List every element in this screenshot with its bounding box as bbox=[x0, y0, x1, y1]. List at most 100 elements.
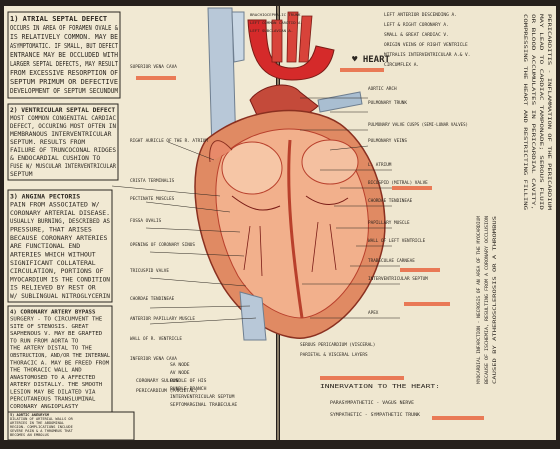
heart-label-left: FOSSA OVALIS bbox=[130, 218, 162, 223]
note-title: 4) CORONARY ARTERY BYPASS bbox=[10, 309, 96, 315]
heart-label-right: PULMONARY TRUNK bbox=[368, 100, 407, 105]
right-atrium bbox=[221, 141, 283, 195]
note-box-2 bbox=[7, 103, 119, 181]
note-line: CORONARY ANGIOPLASTY bbox=[10, 404, 79, 410]
heart-label-right: WALL OF LEFT VENTRICLE bbox=[368, 238, 426, 243]
innervation-title: INNERVATION TO THE HEART: bbox=[320, 384, 440, 390]
conduction-label: BUNDLE BRANCH bbox=[170, 386, 207, 392]
note-line: ANASTOMOSED TO A AFFECTED bbox=[10, 375, 96, 381]
note-line: DEFECT, OCCURING MOST OFTEN IN bbox=[10, 123, 116, 130]
note-line: REGION. COMPLICATIONS INCLUDE bbox=[10, 425, 73, 429]
note-line: THE ARTERY DISTAL TO THE bbox=[10, 346, 93, 352]
note-line: SEPTUM. RESULTS FROM bbox=[10, 139, 85, 146]
heart-label-right: PAPILLARY MUSCLE bbox=[368, 220, 410, 225]
note-line: TO RUN FROM AORTA TO bbox=[10, 338, 79, 344]
heart-label-left: OPENING OF CORONARY SINUS bbox=[130, 242, 195, 247]
note-line: PRESSURE, THAT ARISES bbox=[10, 226, 92, 234]
note-line: IS RELIEVED BY REST OR bbox=[10, 284, 96, 292]
note-line: OBSTRUCTION, AND/OR THE INTERNAL bbox=[10, 353, 111, 359]
innervation-line: PARASYMPATHETIC - VAGUS NERVE bbox=[330, 400, 414, 406]
note-line: CIRCULATION, PORTIONS OF bbox=[10, 267, 104, 275]
heart-label-left: TRICUSPID VALVE bbox=[130, 268, 169, 273]
heart-label-left: WALL OF R. VENTRICLE bbox=[130, 336, 182, 341]
note-line: MYOCARDIUM IS THE CONDITION bbox=[10, 275, 110, 283]
heart-label-right: AORTIC ARCH bbox=[368, 86, 397, 91]
note-title: 5) AORTIC ANEURYSM bbox=[10, 413, 50, 417]
heart-label-left: INFERIOR VENA CAVA bbox=[130, 356, 177, 361]
heart-illustration bbox=[194, 7, 386, 341]
heart-label-bottom-right: SEROUS PERICARDIUM (VISCERAL) bbox=[300, 342, 375, 347]
left-common-carotid bbox=[286, 11, 299, 63]
top-right-line: CIRCUMFLEX A. bbox=[384, 62, 419, 68]
note-line: MEMBRANOUS INTERVENTRICULAR bbox=[10, 131, 112, 138]
mitral-valve bbox=[305, 195, 349, 205]
note-line: ENTRANCE MAY BE OCCLUDED WITH bbox=[10, 50, 118, 59]
note-line: ARE FUNCTIONAL END bbox=[10, 242, 80, 250]
conduction-label: BUNDLE OF HIS bbox=[170, 378, 207, 384]
highlighter-marks bbox=[136, 68, 484, 420]
conduction-label: INTERVENTRICULAR SEPTUM bbox=[170, 394, 235, 400]
brachiocephalic-vein bbox=[231, 11, 245, 63]
right-notes: LEFT ANTERIOR DESCENDING A. LEFT & RIGHT … bbox=[384, 12, 552, 384]
note-title: 1) ATRIAL SEPTAL DEFECT bbox=[10, 14, 107, 23]
note-line: & ENDOCARDIAL CUSHION TO bbox=[10, 155, 100, 162]
interventricular-septum bbox=[287, 139, 304, 319]
heart-label-top: LEFT SUBCLAVIAN A. bbox=[250, 28, 293, 33]
note-line: FUSE W/ MUSCULAR INTERVENTRICULAR bbox=[10, 163, 116, 170]
conduction-label: AV NODE bbox=[170, 370, 190, 376]
top-right-line: SMALL & GREAT CARDIAC V. bbox=[384, 32, 449, 38]
heart-label-bottom-right: PARIETAL & VISCERAL LAYERS bbox=[300, 352, 368, 357]
note-box-3 bbox=[7, 189, 113, 303]
heart-label-left: PECTINATE MUSCLES bbox=[130, 196, 175, 201]
heart-label-right: L. ATRIUM bbox=[368, 162, 392, 167]
note-line: DEVELOPMENT OF SEPTUM SECUNDUM bbox=[10, 86, 118, 95]
heart-label-left: SUPERIOR VENA CAVA bbox=[130, 64, 177, 69]
note-line: ARTERY DISTALLY. THE SMOOTH bbox=[10, 382, 103, 388]
note-line: BECOMES AN EMBOLUS bbox=[10, 433, 49, 437]
note-line: PAIN FROM ASSOCIATED W/ bbox=[10, 201, 100, 209]
top-right-line: LEFT & RIGHT CORONARY A. bbox=[384, 22, 449, 28]
note-title: 3) ANGINA PECTORIS bbox=[10, 192, 80, 200]
heart-label-left: CHORDAE TENDINEAE bbox=[130, 296, 175, 301]
left-note-boxes bbox=[7, 11, 135, 441]
note-line: DILATION OF ARTERIAL WALLS OR bbox=[10, 417, 74, 421]
conduction-label: SA NODE bbox=[170, 362, 190, 368]
note-line: SEPTUM bbox=[10, 171, 33, 178]
note-line: SAPHENOUS V. MAY BE GRAFTED bbox=[10, 331, 103, 337]
pericarditis-line: MAY LEAD TO CARDIAC TAMPONADE; SEROUS FL… bbox=[539, 14, 544, 211]
infarction-line: MYOCARDIAL INFARCTION - NECROSIS OF AN A… bbox=[476, 215, 481, 384]
innervation-line: SYMPATHETIC - SYMPATHETIC TRUNK bbox=[330, 412, 420, 418]
leader-lines bbox=[111, 97, 400, 325]
note-line: ARTERIES IN THE ABDOMINAL bbox=[10, 421, 64, 425]
pericarditis-line: OR BLOOD ACCUMULATES IN PERICARDIAL CAVI… bbox=[531, 14, 536, 210]
note-line: SITE OF STENOSIS. GREAT bbox=[10, 324, 89, 330]
heart-label-right: PULMONARY VEINS bbox=[368, 138, 407, 143]
note-line: IS RELATIVELY COMMON. MAY BE bbox=[10, 32, 118, 41]
infarction-line: BECAUSE OF ISCHEMIA, RESULTING FROM A CO… bbox=[484, 215, 489, 384]
note-line: FROM EXCESSIVE RESORPTION OF bbox=[10, 68, 118, 77]
note-line: SEPTUM PRIMUM OR DEFECTIVE bbox=[10, 77, 118, 86]
heart-label-right: PULMONARY VALVE CUSPS (SEMI-LUNAR VALVES… bbox=[368, 122, 468, 127]
note-box-1 bbox=[7, 11, 121, 99]
heart-label-right: INTERVENTRICULAR SEPTUM bbox=[368, 276, 428, 281]
note-line: W/ SUBLINGUAL NITROGLYCERIN bbox=[10, 292, 110, 300]
heart-label-left: ANTERIOR PAPILLARY MUSCLE bbox=[130, 316, 195, 321]
note-box-5 bbox=[7, 411, 135, 441]
left-subclavian bbox=[298, 15, 313, 63]
inferior-vena-cava bbox=[239, 291, 267, 341]
top-right-line: LEFT ANTERIOR DESCENDING A. bbox=[384, 12, 457, 18]
heart-title: ♥ HEART bbox=[352, 55, 391, 65]
top-right-line: MITRALIS INTERVENTRICULAR A.& V. bbox=[384, 52, 470, 58]
brachiocephalic-trunk bbox=[271, 19, 283, 63]
note-title: 2) VENTRICULAR SEPTAL DEFECT bbox=[10, 107, 115, 114]
tricuspid-valve bbox=[231, 195, 281, 211]
note-line: ASYMPTOMATIC. IF SMALL, BUT DEFECT bbox=[10, 41, 119, 50]
heart-label-top: BRACHIOCEPHALIC TRUNK bbox=[250, 12, 301, 17]
heart-label-left: CRISTA TERMINALIS bbox=[130, 178, 175, 183]
infarction-line: CAUSED BY ATHEROSCLEROSIS OR A THROMBUS bbox=[492, 215, 497, 384]
chordae-tendineae bbox=[243, 221, 337, 277]
pulmonary-veins bbox=[317, 91, 363, 113]
